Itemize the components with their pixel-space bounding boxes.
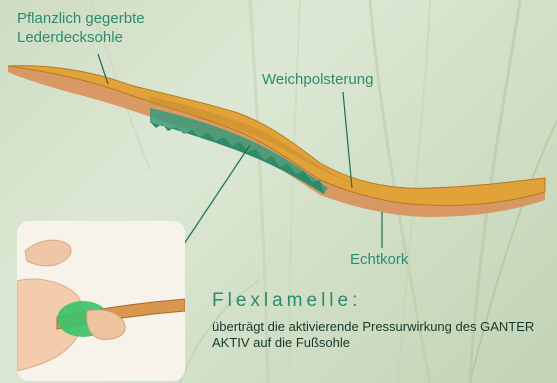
- leader-line-padding: [343, 92, 352, 188]
- flexlamelle-description: überträgt die aktivierende Pressurwirkun…: [212, 319, 542, 351]
- finger-shape: [25, 240, 71, 266]
- label-soft-padding: Weichpolsterung: [262, 70, 373, 89]
- leader-line-flex: [184, 145, 250, 244]
- label-cork: Echtkork: [350, 250, 408, 269]
- flexlamelle-title: Flexlamelle:: [212, 290, 361, 312]
- flex-inset-image: [17, 221, 185, 381]
- hand-bending-sole-illustration: [17, 221, 185, 381]
- label-leather-sole: Pflanzlich gegerbte Lederdecksohle: [17, 9, 187, 47]
